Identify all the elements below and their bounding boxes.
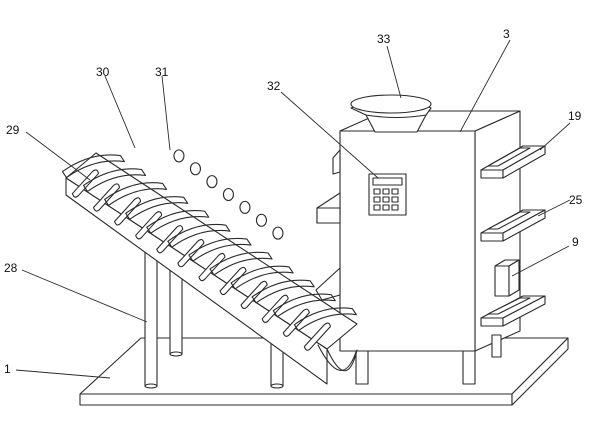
roller bbox=[222, 187, 234, 202]
label-1: 1 bbox=[4, 362, 11, 376]
label-31: 31 bbox=[155, 65, 169, 79]
leader-33 bbox=[386, 45, 402, 99]
leader-28 bbox=[21, 269, 148, 323]
machine-body bbox=[339, 110, 521, 385]
output-tray-top bbox=[480, 145, 546, 179]
output-tray-bottom bbox=[480, 295, 546, 327]
leader-32 bbox=[280, 91, 379, 179]
control-keypad bbox=[368, 173, 407, 216]
side-box bbox=[494, 259, 520, 297]
output-trays bbox=[480, 145, 546, 327]
label-19: 19 bbox=[568, 109, 582, 123]
conveyor-slat bbox=[125, 196, 189, 220]
leader-lines bbox=[15, 39, 571, 379]
label-30: 30 bbox=[96, 65, 110, 79]
roller bbox=[272, 226, 284, 240]
label-33: 33 bbox=[377, 32, 391, 46]
conveyor-slat bbox=[230, 265, 294, 290]
roller bbox=[189, 162, 201, 176]
leader-30 bbox=[104, 75, 136, 149]
leader-25 bbox=[537, 199, 571, 217]
label-29: 29 bbox=[6, 123, 20, 137]
left-trays bbox=[316, 149, 341, 224]
roller bbox=[206, 175, 218, 189]
conveyor-slat bbox=[272, 293, 336, 318]
leader-9 bbox=[511, 245, 570, 277]
roller bbox=[239, 200, 251, 214]
keypad-buttons bbox=[373, 188, 399, 211]
leader-3 bbox=[459, 39, 511, 133]
output-tray-middle bbox=[480, 209, 546, 242]
leader-29 bbox=[25, 131, 91, 181]
conveyor-rollers bbox=[173, 149, 284, 240]
label-9: 9 bbox=[572, 235, 579, 249]
conveyor-slat bbox=[167, 223, 231, 248]
reference-numerals: 1 3 9 19 25 28 29 30 31 32 33 bbox=[4, 27, 583, 376]
leader-1 bbox=[15, 369, 111, 379]
roller bbox=[255, 213, 268, 227]
roller bbox=[173, 149, 185, 163]
conveyor-slat bbox=[251, 279, 315, 304]
leader-31 bbox=[161, 75, 171, 151]
label-25: 25 bbox=[569, 193, 583, 207]
conveyor-slats bbox=[61, 154, 357, 351]
conveyor-slat bbox=[104, 182, 168, 206]
label-3: 3 bbox=[503, 27, 510, 41]
conveyor-slat bbox=[61, 154, 125, 179]
conveyor-slat bbox=[188, 237, 252, 262]
conveyor-slat bbox=[82, 168, 147, 193]
leader-19 bbox=[539, 122, 571, 151]
conveyor-cleat bbox=[303, 322, 331, 351]
label-32: 32 bbox=[267, 79, 281, 93]
conveyor-slat bbox=[293, 307, 357, 332]
conveyor-slat bbox=[209, 251, 273, 276]
hopper bbox=[350, 94, 432, 133]
label-28: 28 bbox=[4, 261, 18, 275]
conveyor-slat bbox=[146, 210, 210, 234]
